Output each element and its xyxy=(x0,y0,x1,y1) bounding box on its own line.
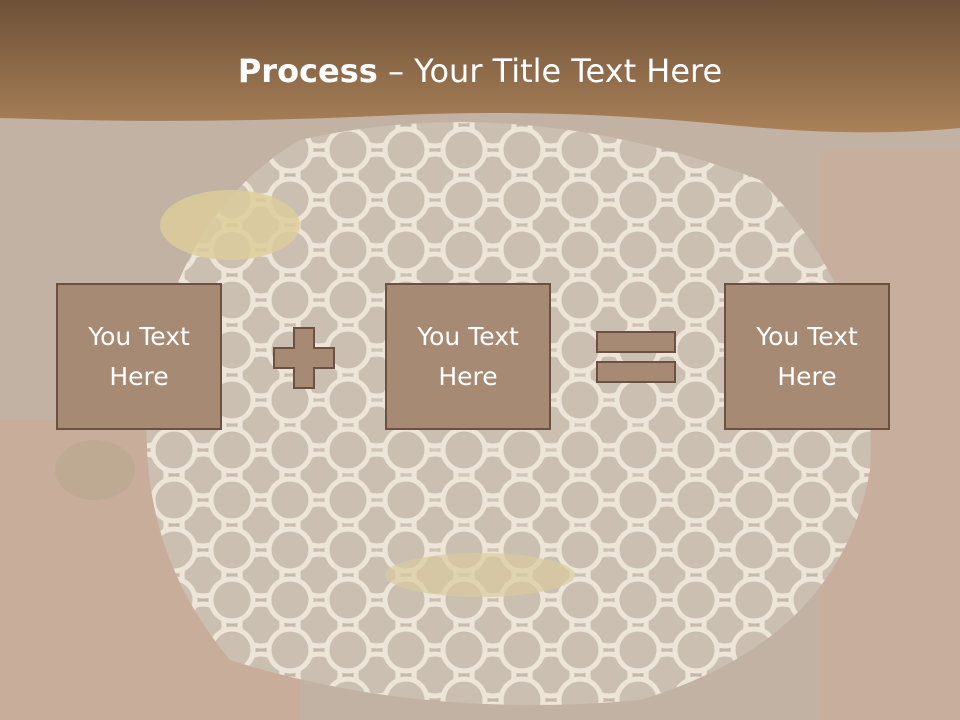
text-box-3[interactable]: You Text Here xyxy=(724,283,890,430)
plus-icon xyxy=(273,327,335,389)
slide-title: Process – Your Title Text Here xyxy=(0,52,960,90)
text-box-2[interactable]: You Text Here xyxy=(385,283,551,430)
header-band xyxy=(0,0,960,133)
title-rest: – Your Title Text Here xyxy=(377,52,723,90)
text-box-1[interactable]: You Text Here xyxy=(56,283,222,430)
text-box-label: You Text Here xyxy=(417,321,519,391)
title-bold: Process xyxy=(237,52,378,90)
text-box-label: You Text Here xyxy=(88,321,190,391)
equals-icon xyxy=(596,331,676,383)
text-box-label: You Text Here xyxy=(756,321,858,391)
